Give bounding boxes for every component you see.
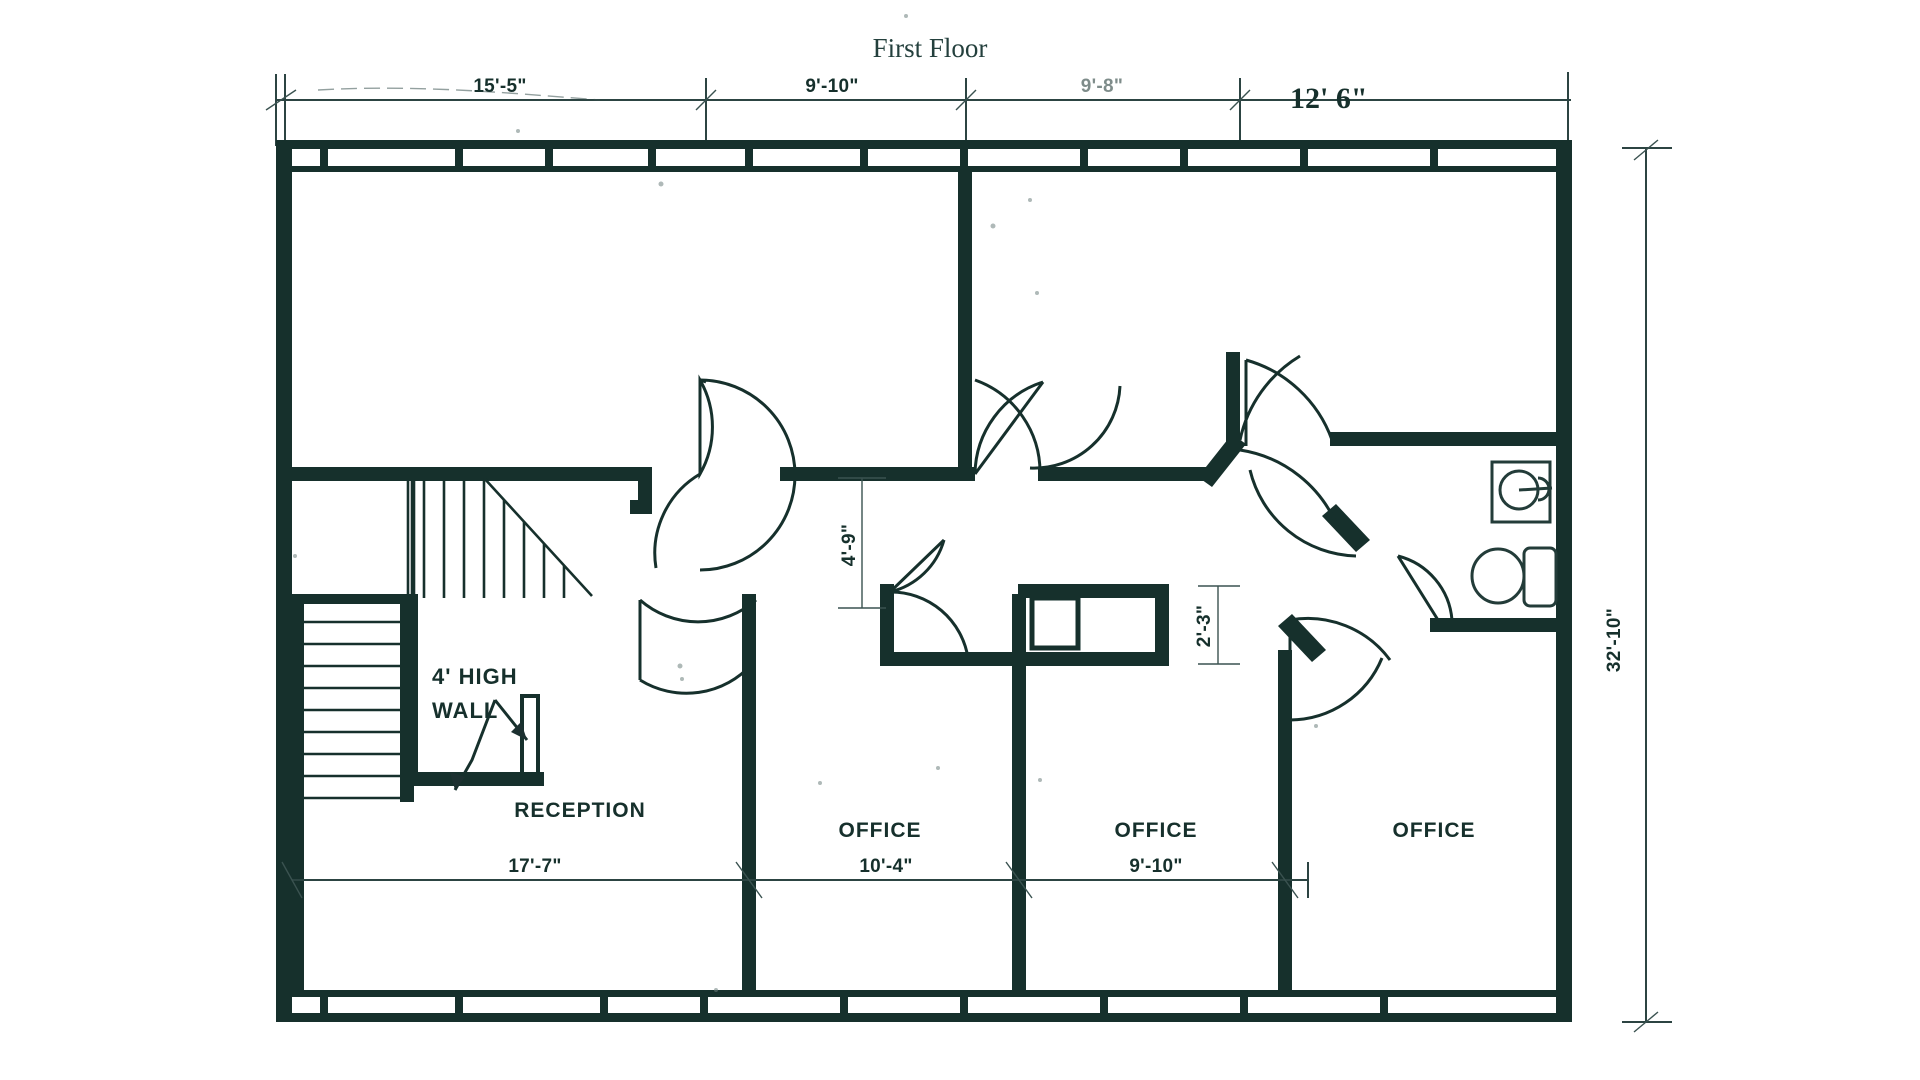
room-office-3-label: OFFICE — [1393, 819, 1476, 842]
page-title: First Floor — [873, 33, 988, 63]
bottom-dimension-string: 17'-7" 10'-4" 9'-10" — [281, 856, 1309, 899]
room-office-1-label: OFFICE — [839, 819, 922, 842]
closet-depth-dimension: 2'-3" — [1194, 585, 1240, 665]
note-high-wall-line2: WALL — [432, 698, 498, 723]
stair-run-upper — [406, 476, 593, 600]
interior-walls — [292, 172, 1558, 996]
stair-run-lower — [292, 594, 414, 802]
right-dimension-string: 32'-10" — [1604, 139, 1672, 1033]
top-dim-2-label: 9'-10" — [805, 76, 858, 97]
corridor-width-label: 4'-9" — [839, 524, 860, 567]
corridor-width-dimension: 4'-9" — [838, 477, 886, 609]
center-closet — [1029, 595, 1081, 651]
top-dim-1-label: 15'-5" — [473, 76, 526, 97]
high-wall-arrow — [450, 699, 529, 791]
bottom-dim-3-label: 9'-10" — [1129, 856, 1182, 877]
handwritten-dimension-label: 12' 6" — [1290, 82, 1368, 115]
top-dimension-string: 15'-5" 9'-10" 9'-8" — [265, 72, 1571, 150]
sink-fixture — [1490, 460, 1553, 524]
room-office-2-label: OFFICE — [1115, 819, 1198, 842]
note-high-wall-line1: 4' HIGH — [432, 664, 518, 689]
bottom-dim-1-label: 17'-7" — [508, 856, 561, 877]
bottom-dim-2-label: 10'-4" — [859, 856, 912, 877]
bottom-window-band — [320, 996, 1388, 1014]
top-dim-3-label: 9'-8" — [1081, 76, 1124, 97]
building-shell — [276, 140, 1572, 1022]
right-dim-label: 32'-10" — [1604, 608, 1625, 672]
scan-artifacts — [293, 14, 1318, 992]
top-window-band — [320, 146, 1438, 172]
toilet-fixture — [1470, 546, 1558, 608]
closet-depth-label: 2'-3" — [1194, 605, 1215, 648]
room-reception-label: RECEPTION — [514, 799, 646, 822]
door-swings — [638, 354, 1454, 722]
bathroom-fixtures — [1470, 460, 1558, 608]
